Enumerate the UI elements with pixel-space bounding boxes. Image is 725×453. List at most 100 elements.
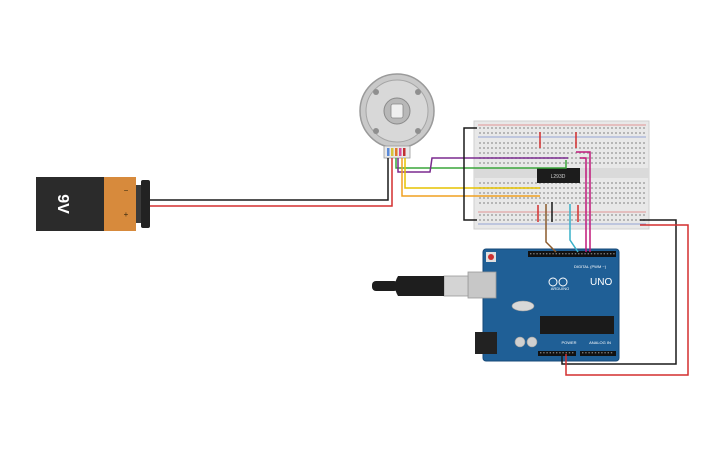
header-pin	[539, 253, 541, 255]
breadboard-hole	[615, 187, 617, 189]
breadboard-hole	[515, 162, 517, 164]
header-pin	[591, 352, 593, 354]
breadboard-hole	[567, 127, 569, 129]
breadboard-hole	[587, 147, 589, 149]
capacitor	[514, 336, 526, 348]
wire-motor-yellow[interactable]	[404, 158, 540, 189]
breadboard-hole	[575, 162, 577, 164]
stepper-motor[interactable]	[359, 73, 435, 159]
header-pin	[562, 253, 564, 255]
breadboard-hole	[515, 127, 517, 129]
breadboard-hole	[479, 202, 481, 204]
breadboard-hole	[579, 152, 581, 154]
breadboard-hole	[491, 192, 493, 194]
header-pin	[556, 352, 558, 354]
battery-9v[interactable]: 9V − +	[36, 177, 150, 231]
motor-lead-pink	[399, 148, 402, 156]
breadboard-hole	[491, 197, 493, 199]
wire-gnd-black[interactable]	[561, 219, 677, 365]
breadboard-hole	[563, 147, 565, 149]
header-pin	[578, 253, 580, 255]
breadboard-hole	[511, 219, 513, 221]
breadboard-hole	[539, 192, 541, 194]
breadboard-hole	[551, 162, 553, 164]
breadboard-hole	[519, 197, 521, 199]
breadboard-hole	[543, 127, 545, 129]
header-pin	[552, 352, 555, 354]
breadboard-hole	[571, 147, 573, 149]
breadboard-hole	[503, 127, 505, 129]
breadboard-hole	[591, 147, 593, 149]
header-pin	[552, 253, 554, 255]
wire-motor-orange[interactable]	[401, 158, 473, 197]
wire-battery-negative[interactable]	[150, 158, 389, 201]
breadboard-hole	[487, 127, 489, 129]
breadboard-hole	[531, 197, 533, 199]
breadboard-hole	[643, 192, 645, 194]
usb-cable[interactable]	[372, 275, 469, 297]
breadboard-hole	[503, 192, 505, 194]
breadboard-hole	[559, 142, 561, 144]
breadboard-hole	[615, 162, 617, 164]
breadboard-hole	[575, 157, 577, 159]
power-header	[538, 351, 576, 356]
breadboard-hole	[623, 214, 625, 216]
breadboard-hole	[547, 192, 549, 194]
breadboard-hole	[503, 132, 505, 134]
breadboard-hole	[563, 162, 565, 164]
breadboard-hole	[507, 132, 509, 134]
breadboard-hole	[503, 202, 505, 204]
breadboard-hole	[635, 214, 637, 216]
breadboard-hole	[587, 142, 589, 144]
breadboard-hole	[483, 132, 485, 134]
breadboard-hole	[523, 152, 525, 154]
breadboard-hole	[515, 202, 517, 204]
arduino-uno[interactable]: DIGITAL (PWM ~) UNO ARDUINO POWER ANALOG…	[467, 248, 620, 362]
wire-motor-purple[interactable]	[397, 157, 568, 173]
breadboard-hole	[623, 127, 625, 129]
breadboard-hole	[511, 152, 513, 154]
breadboard-hole	[635, 157, 637, 159]
breadboard[interactable]: L293D	[473, 120, 650, 230]
breadboard-hole	[615, 182, 617, 184]
breadboard-hole	[543, 152, 545, 154]
breadboard-hole	[631, 219, 633, 221]
breadboard-hole	[515, 197, 517, 199]
wire-signal-magenta-2[interactable]	[580, 157, 587, 252]
breadboard-hole	[615, 152, 617, 154]
wire-battery-positive[interactable]	[150, 158, 393, 207]
breadboard-hole	[483, 147, 485, 149]
breadboard-hole	[531, 182, 533, 184]
breadboard-hole	[631, 182, 633, 184]
wire-signal-magenta-1[interactable]	[576, 151, 591, 252]
wire-5v-red[interactable]	[565, 224, 689, 376]
breadboard-hole	[503, 182, 505, 184]
driver-chip[interactable]: L293D	[537, 168, 580, 183]
breadboard-hole	[611, 214, 613, 216]
breadboard-hole	[575, 187, 577, 189]
breadboard-hole	[551, 127, 553, 129]
breadboard-hole	[491, 147, 493, 149]
breadboard-hole	[483, 127, 485, 129]
breadboard-hole	[571, 214, 573, 216]
breadboard-hole	[603, 162, 605, 164]
breadboard-hole	[611, 162, 613, 164]
wire-signal-cyan[interactable]	[569, 204, 579, 253]
breadboard-hole	[607, 147, 609, 149]
breadboard-hole	[479, 219, 481, 221]
breadboard-hole	[555, 192, 557, 194]
breadboard-hole	[615, 157, 617, 159]
breadboard-hole	[531, 132, 533, 134]
header-pin	[568, 352, 571, 354]
wire-motor-green[interactable]	[395, 158, 567, 169]
wire-rail-left-black[interactable]	[463, 127, 477, 221]
breadboard-hole	[603, 132, 605, 134]
breadboard-hole	[567, 197, 569, 199]
breadboard-hole	[619, 187, 621, 189]
breadboard-hole	[499, 202, 501, 204]
wire-signal-brown[interactable]	[545, 204, 557, 253]
breadboard-hole	[603, 152, 605, 154]
breadboard-hole	[495, 142, 497, 144]
breadboard-hole	[619, 132, 621, 134]
breadboard-hole	[527, 202, 529, 204]
